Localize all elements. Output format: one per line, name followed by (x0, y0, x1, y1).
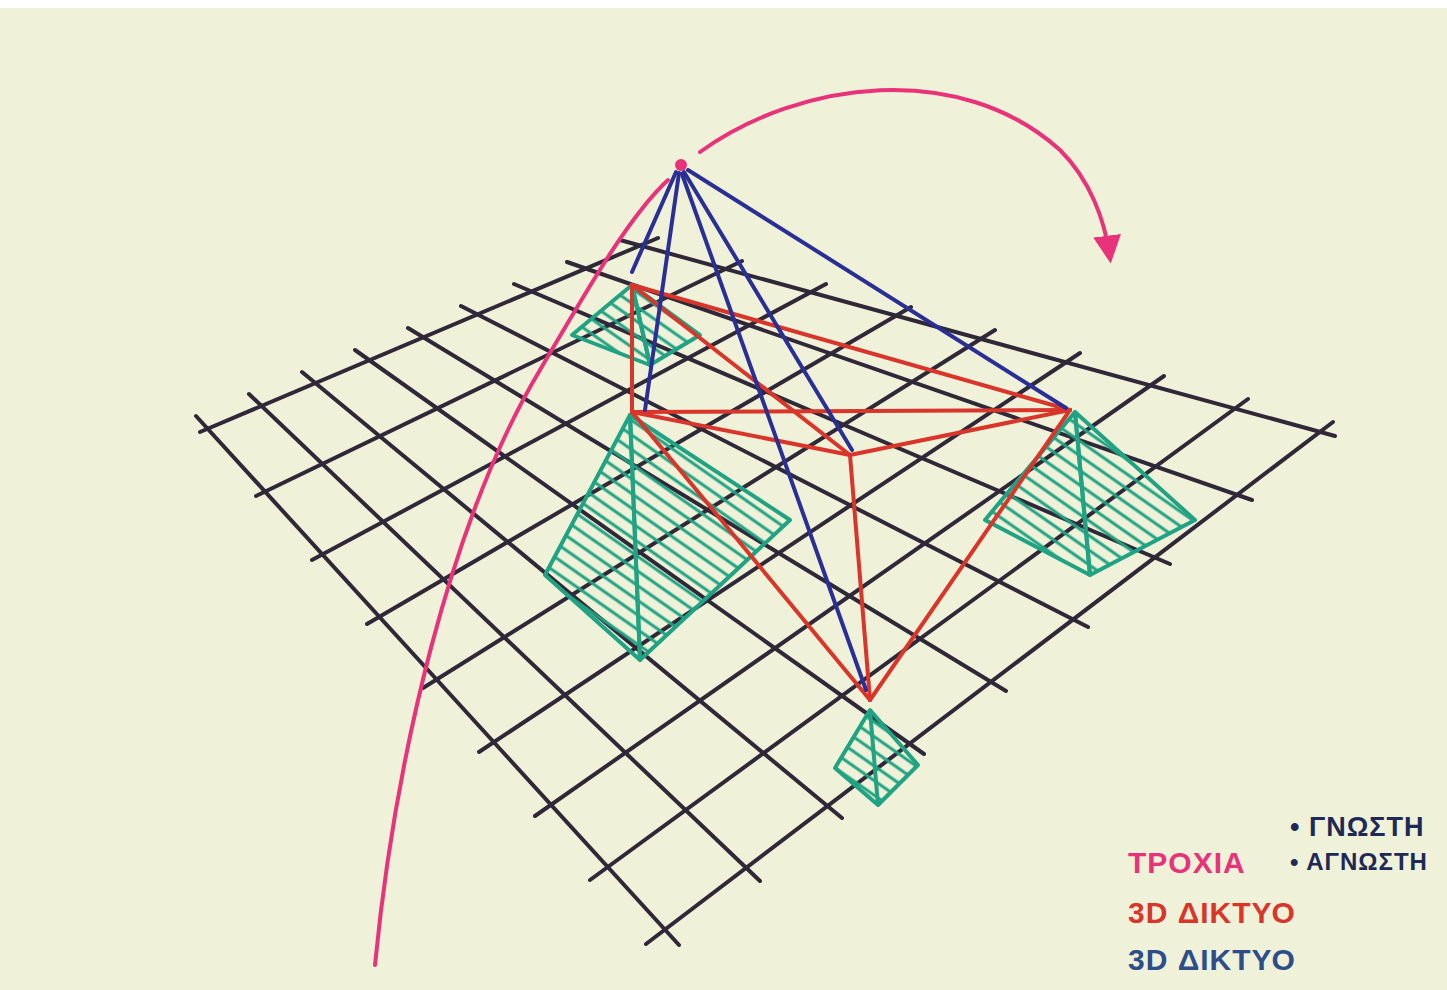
red-3d-network (632, 285, 1070, 700)
red-3d-network-part (630, 285, 634, 412)
pyramid-face (632, 285, 700, 365)
pyramid-face (985, 412, 1090, 575)
blue-3d-network-part (682, 174, 866, 690)
pyramids (545, 285, 1195, 805)
red-3d-network-part (632, 285, 1070, 410)
legend-blue-network: 3D ΔΙΚΤΥΟ (1128, 943, 1296, 978)
red-3d-network-part (632, 285, 850, 455)
trajectory (375, 90, 1110, 965)
pyramid-face (630, 415, 790, 660)
blue-3d-network-part (688, 170, 1066, 408)
orbit-point (675, 159, 687, 171)
blue-3d-network-part (632, 172, 676, 272)
pyramid-face (1075, 412, 1195, 575)
perspective-grid-part (590, 399, 1248, 880)
perspective-grid (196, 238, 1335, 945)
perspective-grid-part (408, 328, 1006, 691)
pyramid-face (545, 415, 640, 660)
red-3d-network-part (870, 410, 1070, 700)
blue-3d-network (632, 170, 1066, 690)
legend-unknown: • ΑΓΝΩΣΤΗ (1290, 848, 1428, 876)
red-3d-network-part (632, 410, 1070, 412)
legend-red-network: 3D ΔΙΚΤΥΟ (1128, 896, 1296, 931)
trajectory-part (375, 180, 668, 965)
paper-edge (0, 0, 1447, 8)
pyramid-edge (870, 710, 878, 805)
red-3d-network-part (850, 455, 870, 700)
blue-3d-network-part (684, 172, 852, 450)
pyramid-face (835, 710, 918, 805)
legend-trajectory: ΤΡΟΧΙΑ (1128, 846, 1246, 881)
blue-3d-network-part (645, 173, 679, 410)
trajectory-part (700, 90, 1110, 258)
perspective-grid-part (200, 238, 658, 432)
perspective-grid-part (423, 330, 995, 688)
legend-known: • ΓΝΩΣΤΗ (1290, 812, 1425, 843)
red-3d-network-part (632, 412, 870, 700)
red-3d-network-part (850, 410, 1070, 455)
perspective-grid-part (479, 353, 1080, 752)
